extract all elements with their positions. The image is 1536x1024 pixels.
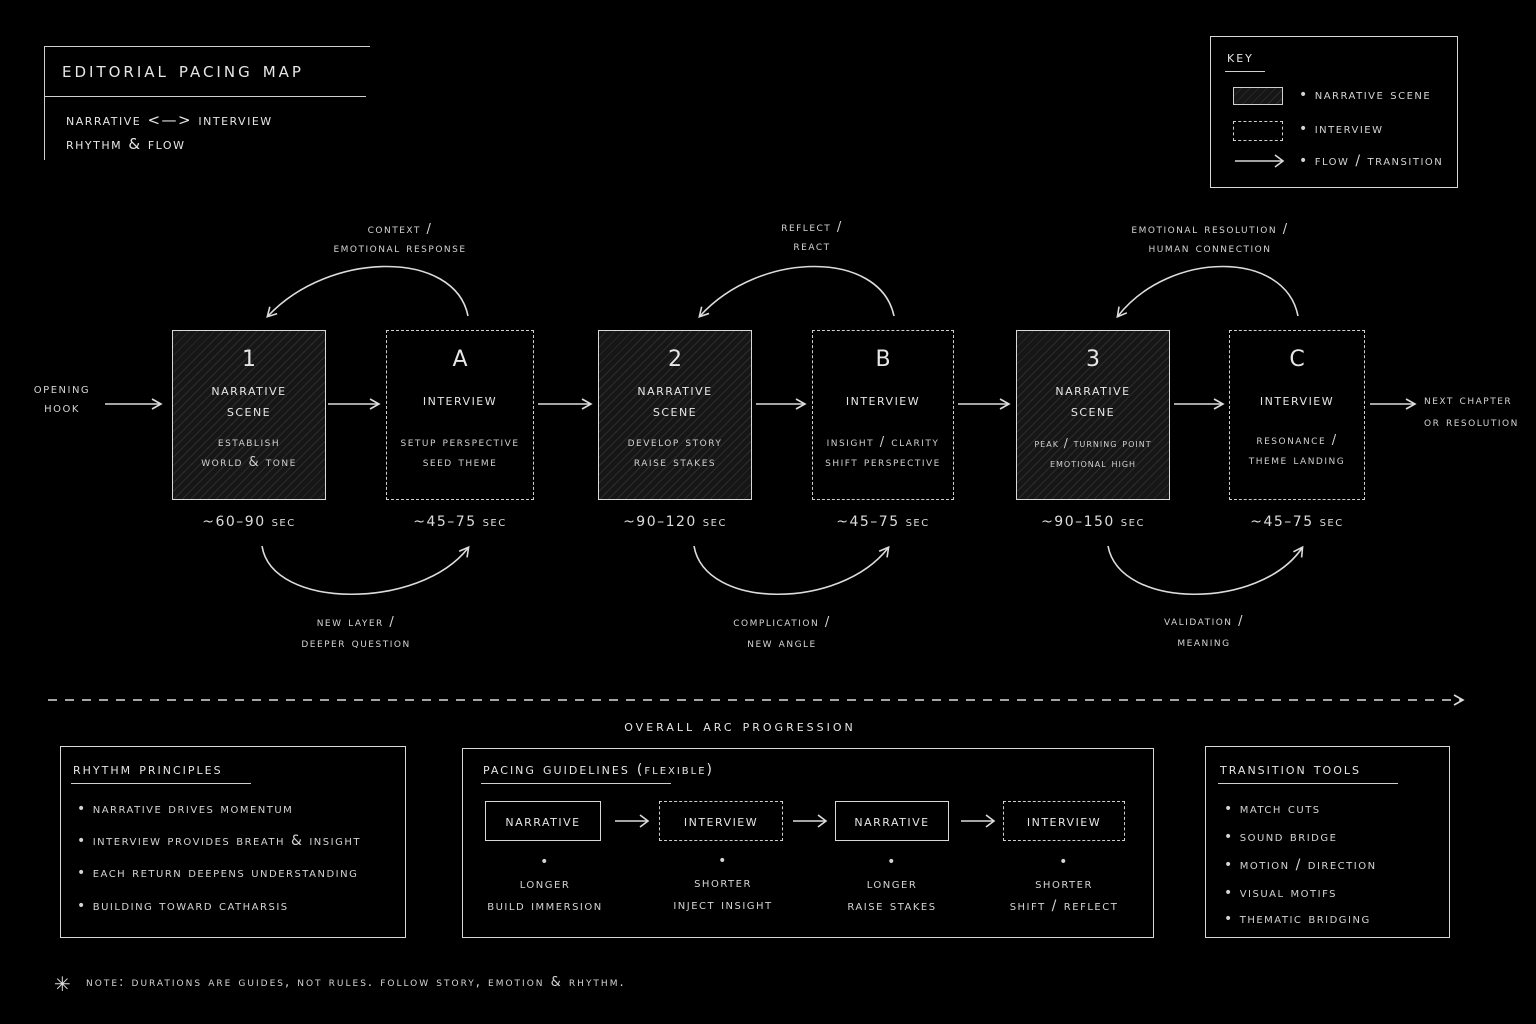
scene-letter: C (1289, 347, 1305, 372)
footer-note: Note: Durations are guides, not rules. F… (86, 975, 626, 990)
overall-arc-label: Overall Arc Progression (624, 716, 856, 735)
duration-interview-c: ~45–75 sec (1250, 514, 1344, 530)
pacing-step-2-note: Shorter Inject Insight (639, 850, 807, 916)
pacing-step-interview-2: Interview (1003, 801, 1125, 841)
list-item: Each return deepens understanding (77, 865, 358, 881)
arrow-right-icon (1235, 154, 1285, 168)
scene-description: Peak / Turning Point Emotional High (1034, 436, 1152, 470)
list-item: Thematic Bridging (1224, 911, 1371, 927)
title-frame (44, 46, 370, 162)
top-arc-c-to-3 (1116, 265, 1299, 319)
top-arc-label-2: Reflect / React (781, 220, 843, 254)
list-item: Match Cuts (1224, 801, 1321, 817)
bottom-arc-label-1: New Layer / Deeper Question (301, 615, 411, 651)
asterisk-icon: ✳ (54, 972, 71, 996)
bottom-arc-3-to-c (1107, 545, 1304, 595)
page-title: Editorial Pacing Map (62, 58, 304, 83)
interview-b: B Interview Insight / Clarity Shift Pers… (812, 330, 954, 500)
top-arc-a-to-1 (266, 265, 469, 318)
title-bottom-rule (44, 96, 366, 97)
scene-letter: A (452, 347, 468, 372)
scene-number: 1 (242, 347, 256, 372)
list-item: Building toward catharsis (77, 898, 289, 914)
key-item-flow-label: Flow / Transition (1299, 153, 1443, 169)
narrative-scene-2: 2 Narrative Scene Develop Story Raise St… (598, 330, 752, 500)
bottom-arc-2-to-b (693, 545, 890, 595)
scene-description: Develop Story Raise Stakes (627, 435, 723, 470)
pacing-step-interview-1: Interview (659, 801, 783, 841)
scene-description: Establish World & Tone (201, 435, 297, 470)
pacing-step-narrative-1: Narrative (485, 801, 601, 841)
bottom-arc-label-3: Validation / Meaning (1163, 614, 1245, 650)
title-left-rule (44, 46, 45, 160)
bottom-arc-label-2: Complication / New Angle (733, 615, 831, 651)
list-item: Motion / Direction (1224, 857, 1377, 873)
top-arc-label-1: Context / Emotional Response (333, 222, 467, 256)
scene-description: Setup Perspective Seed Theme (400, 435, 520, 470)
scene-title: Interview (422, 390, 498, 409)
interview-c: C Interview Resonance / Theme Landing (1229, 330, 1365, 500)
key-item-interview-label: Interview (1299, 121, 1383, 137)
key-panel: Key Narrative Scene Interview Flow / Tra… (1210, 36, 1458, 188)
list-item: Sound Bridge (1224, 829, 1337, 845)
bottom-arc-1-to-a (261, 545, 470, 596)
pacing-title: Pacing Guidelines (flexible) (483, 759, 715, 778)
scene-letter: B (875, 347, 891, 372)
key-title: Key (1227, 47, 1254, 66)
pacing-step-4-note: Shorter Shift / Reflect (987, 851, 1141, 917)
rhythm-title: Rhythm Principles (73, 759, 223, 778)
hatched-box-icon (1233, 87, 1283, 105)
top-arc-label-3: Emotional Resolution / Human Connection (1131, 222, 1289, 256)
scene-number: 3 (1086, 347, 1100, 372)
scene-description: Resonance / Theme Landing (1248, 433, 1346, 468)
scene-number: 2 (668, 347, 682, 372)
scene-title: Narrative Scene (1055, 380, 1131, 420)
transition-tools-panel: Transition Tools Match Cuts Sound Bridge… (1205, 746, 1450, 938)
page-subtitle-line-2: Rhythm & Flow (66, 135, 186, 153)
scene-title: Interview (1259, 390, 1335, 409)
tools-title: Transition Tools (1220, 759, 1361, 778)
list-item: Visual Motifs (1224, 885, 1337, 901)
narrative-scene-3: 3 Narrative Scene Peak / Turning Point E… (1016, 330, 1170, 500)
duration-scene-2: ~90–120 sec (623, 514, 727, 530)
tools-title-underline (1218, 783, 1398, 784)
scene-description: Insight / Clarity Shift Perspective (825, 435, 941, 470)
opening-hook-label: Opening Hook (33, 381, 91, 416)
duration-scene-1: ~60–90 sec (202, 514, 296, 530)
duration-interview-b: ~45–75 sec (836, 514, 930, 530)
duration-interview-a: ~45–75 sec (413, 514, 507, 530)
dashed-box-icon (1233, 121, 1283, 141)
pacing-step-3-note: Longer Raise Stakes (815, 851, 969, 917)
scene-title: Narrative Scene (637, 380, 713, 420)
page-subtitle-line-1: Narrative <—> Interview (66, 111, 273, 129)
list-item: Narrative drives momentum (77, 801, 293, 817)
narrative-scene-1: 1 Narrative Scene Establish World & Tone (172, 330, 326, 500)
key-title-underline (1225, 71, 1265, 72)
interview-a: A Interview Setup Perspective Seed Theme (386, 330, 534, 500)
rhythm-title-underline (71, 783, 251, 784)
pacing-title-underline (481, 783, 671, 784)
duration-scene-3: ~90–150 sec (1041, 514, 1145, 530)
scene-title: Narrative Scene (211, 380, 287, 420)
pacing-guidelines-panel: Pacing Guidelines (flexible) Narrative I… (462, 748, 1154, 938)
key-item-narrative-label: Narrative Scene (1299, 87, 1431, 103)
list-item: Interview provides breath & insight (77, 833, 361, 849)
next-chapter-label: Next Chapter or Resolution (1424, 393, 1519, 430)
rhythm-principles-panel: Rhythm Principles Narrative drives momen… (60, 746, 406, 938)
title-top-rule (44, 46, 370, 47)
top-arc-b-to-2 (698, 265, 895, 318)
pacing-step-narrative-2: Narrative (835, 801, 949, 841)
scene-title: Interview (845, 390, 921, 409)
pacing-arrows (615, 814, 996, 828)
pacing-step-1-note: Longer Build Immersion (463, 851, 627, 917)
